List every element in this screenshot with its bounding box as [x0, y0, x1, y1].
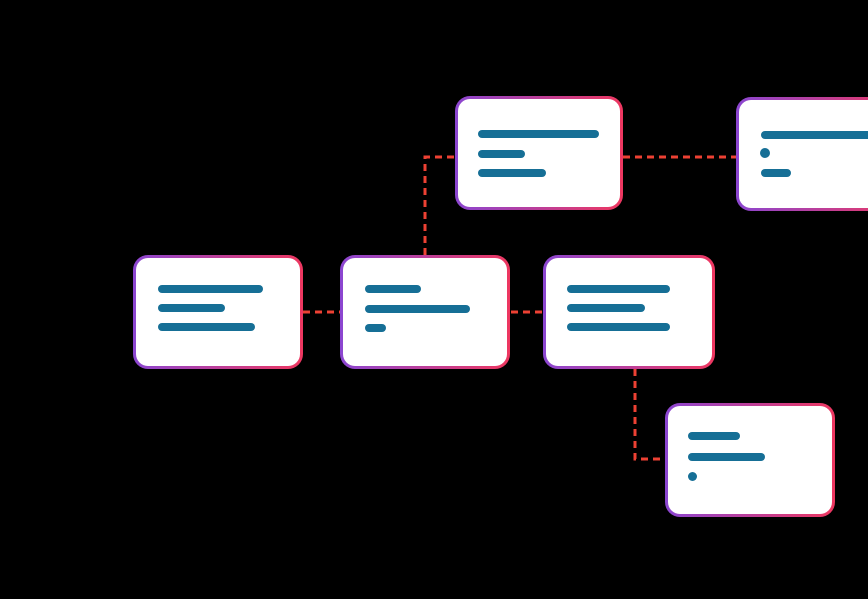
bullet-dot — [688, 472, 697, 481]
node-mid-center[interactable] — [340, 255, 510, 369]
node-mid-left[interactable] — [133, 255, 303, 369]
node-mid-right[interactable] — [543, 255, 715, 369]
node-top-right[interactable] — [736, 97, 868, 211]
skeleton-text-line — [688, 453, 765, 461]
node-bottom-right[interactable] — [665, 403, 835, 517]
skeleton-text-line — [478, 169, 546, 177]
skeleton-text-line — [567, 285, 670, 293]
node-top-middle[interactable] — [455, 96, 623, 210]
edge-midcenter-topmiddle — [423, 155, 455, 255]
skeleton-text-line — [478, 150, 525, 158]
skeleton-text-line — [365, 285, 421, 293]
skeleton-text-line — [478, 130, 599, 138]
skeleton-text-line — [761, 169, 791, 177]
skeleton-text-line — [567, 304, 645, 312]
skeleton-text-line — [688, 432, 740, 440]
bullet-dot — [760, 148, 770, 158]
skeleton-text-line — [761, 131, 868, 139]
skeleton-text-line — [158, 304, 225, 312]
skeleton-text-line — [158, 285, 263, 293]
skeleton-text-line — [365, 305, 470, 313]
skeleton-text-line — [567, 323, 670, 331]
edge-midright-bottomright — [633, 369, 665, 461]
skeleton-text-line — [158, 323, 255, 331]
skeleton-text-line — [365, 324, 386, 332]
